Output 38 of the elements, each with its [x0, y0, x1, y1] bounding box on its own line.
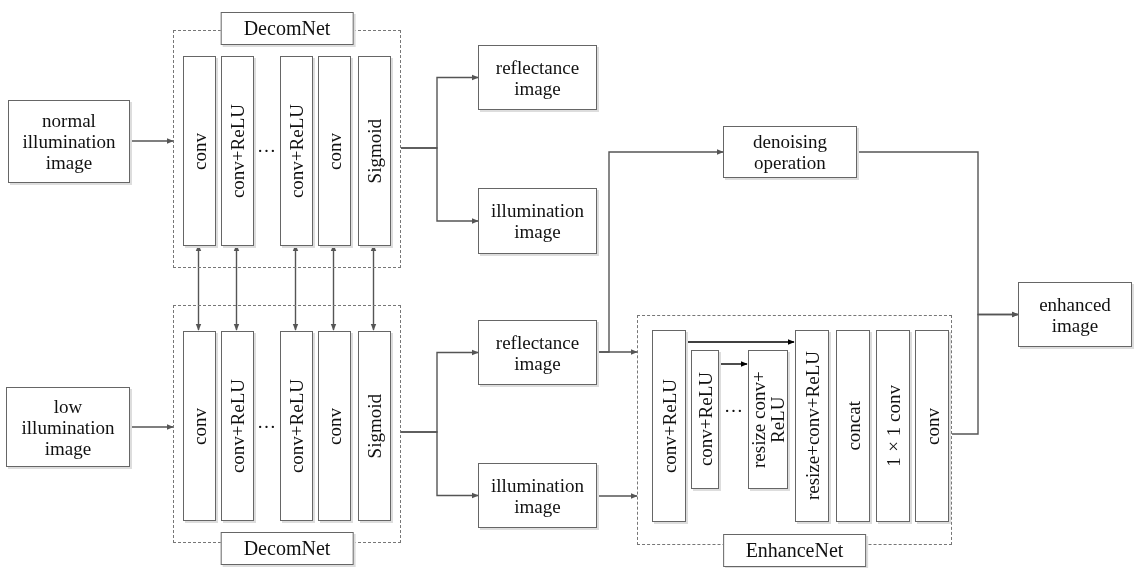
process-box: enhanced image	[1018, 282, 1132, 347]
layer-box: conv+ReLU	[691, 350, 719, 489]
layer-box: conv+ReLU	[221, 56, 254, 246]
process-box: reflectance image	[478, 320, 597, 385]
group-title: DecomNet	[220, 12, 354, 45]
ellipsis-mark: …	[257, 136, 276, 156]
layer-box: resize conv+ ReLU	[748, 350, 788, 489]
process-box: illumination image	[478, 188, 597, 254]
arrow	[596, 493, 638, 499]
layer-box: conv+ReLU	[280, 56, 313, 246]
arrow	[400, 431, 479, 499]
layer-box: conv	[183, 331, 216, 521]
layer-box: Sigmoid	[358, 331, 391, 521]
process-box: illumination image	[478, 463, 597, 528]
ellipsis-mark: …	[724, 396, 743, 416]
ellipsis-mark: …	[257, 412, 276, 432]
process-box: reflectance image	[478, 45, 597, 110]
arrow	[596, 349, 638, 355]
arrow	[400, 147, 479, 224]
group-title: EnhanceNet	[722, 534, 867, 567]
process-box: low illumination image	[6, 387, 130, 467]
layer-box: concat	[836, 330, 870, 522]
arrow	[951, 311, 1019, 435]
arrow	[129, 138, 174, 144]
layer-box: conv+ReLU	[221, 331, 254, 521]
layer-box: conv	[915, 330, 949, 522]
layer-box: conv+ReLU	[280, 331, 313, 521]
group-title: DecomNet	[220, 532, 354, 565]
layer-box: 1×1 conv	[876, 330, 910, 522]
layer-box: resize+conv+ReLU	[795, 330, 829, 522]
layer-box: conv	[183, 56, 216, 246]
layer-box: Sigmoid	[358, 56, 391, 246]
arrow	[129, 424, 174, 430]
layer-box: conv	[318, 56, 351, 246]
process-box: normal illumination image	[8, 100, 130, 183]
layer-box: conv	[318, 331, 351, 521]
layer-box: conv+ReLU	[652, 330, 686, 522]
process-box: denoising operation	[723, 126, 857, 178]
